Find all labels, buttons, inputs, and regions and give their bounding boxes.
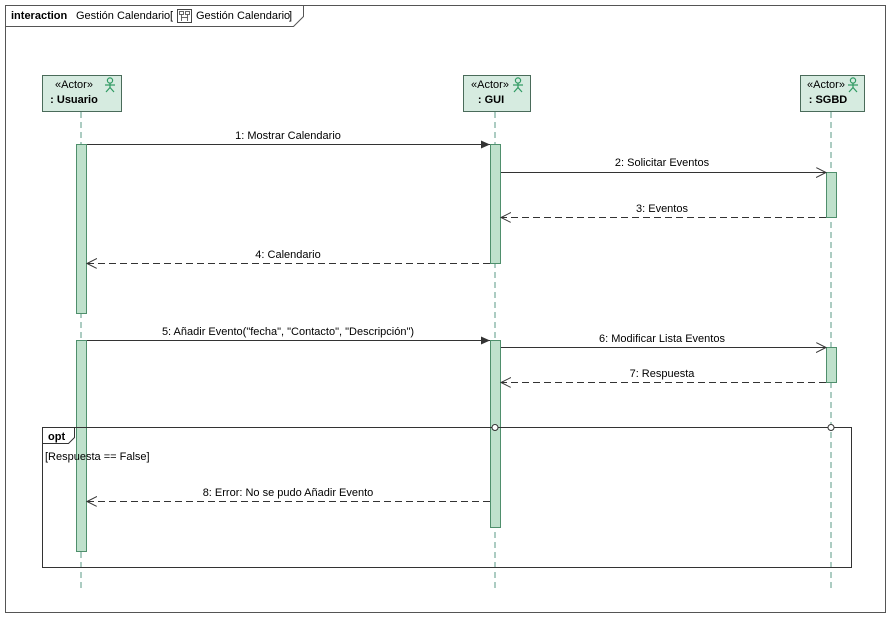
message-6[interactable]: 6: Modificar Lista Eventos <box>501 333 826 348</box>
message-7-label: 7: Respuesta <box>630 368 696 380</box>
frame-ref-open: [ <box>170 10 173 22</box>
activation-bar-sgbd-1 <box>826 172 837 218</box>
message-6-label: 6: Modificar Lista Eventos <box>599 333 725 345</box>
frame-keyword: interaction <box>11 10 68 22</box>
fragment-operator: opt <box>48 431 65 443</box>
fragment-covered-gui <box>491 424 499 431</box>
message-8-label: 8: Error: No se pudo Añadir Evento <box>203 487 374 499</box>
fragment-covered-sgbd <box>827 424 835 431</box>
lifeline-head-usuario[interactable]: «Actor» : Usuario <box>42 75 122 112</box>
activation-bar-gui-1 <box>490 144 501 264</box>
sequence-diagram-icon <box>177 9 192 23</box>
message-1-label: 1: Mostrar Calendario <box>235 130 341 142</box>
message-3[interactable]: 3: Eventos <box>501 203 826 218</box>
activation-bar-gui-2 <box>490 340 501 528</box>
frame-tab <box>5 5 304 27</box>
combined-fragment-opt <box>42 427 852 568</box>
message-2-label: 2: Solicitar Eventos <box>615 157 710 169</box>
lifeline-head-gui[interactable]: «Actor» : GUI <box>463 75 531 112</box>
fragment-guard: [Respuesta == False] <box>45 451 150 463</box>
message-8[interactable]: 8: Error: No se pudo Añadir Evento <box>87 487 490 502</box>
frame-ref-name: Gestión Calendario <box>196 10 290 22</box>
lifeline-sgbd-stereotype: «Actor» <box>807 79 845 91</box>
frame-name: Gestión Calendario <box>76 10 170 22</box>
message-1[interactable]: 1: Mostrar Calendario <box>87 130 490 149</box>
actor-icon <box>105 77 115 93</box>
fragment-operator-tab <box>42 427 75 444</box>
lifeline-head-sgbd[interactable]: «Actor» : SGBD <box>800 75 865 112</box>
message-3-label: 3: Eventos <box>636 203 688 215</box>
frame-ref-close: ] <box>289 10 292 22</box>
activation-bar-sgbd-2 <box>826 347 837 383</box>
activation-bar-usuario-2 <box>76 340 87 552</box>
lifeline-sgbd-name: : SGBD <box>809 94 848 106</box>
lifeline-gui-name: : GUI <box>478 94 504 106</box>
message-4-label: 4: Calendario <box>255 249 320 261</box>
interaction-frame <box>5 5 886 613</box>
lifeline-usuario-stereotype: «Actor» <box>55 79 93 91</box>
actor-icon <box>513 77 523 93</box>
lifeline-gui-stereotype: «Actor» <box>471 79 509 91</box>
message-5[interactable]: 5: Añadir Evento("fecha", "Contacto", "D… <box>87 326 490 345</box>
lifeline-usuario-name: : Usuario <box>50 94 98 106</box>
message-4[interactable]: 4: Calendario <box>87 249 490 264</box>
activation-bar-usuario-1 <box>76 144 87 314</box>
message-2[interactable]: 2: Solicitar Eventos <box>501 157 826 173</box>
message-7[interactable]: 7: Respuesta <box>501 368 826 383</box>
actor-icon <box>848 77 858 93</box>
message-5-label: 5: Añadir Evento("fecha", "Contacto", "D… <box>162 326 414 338</box>
